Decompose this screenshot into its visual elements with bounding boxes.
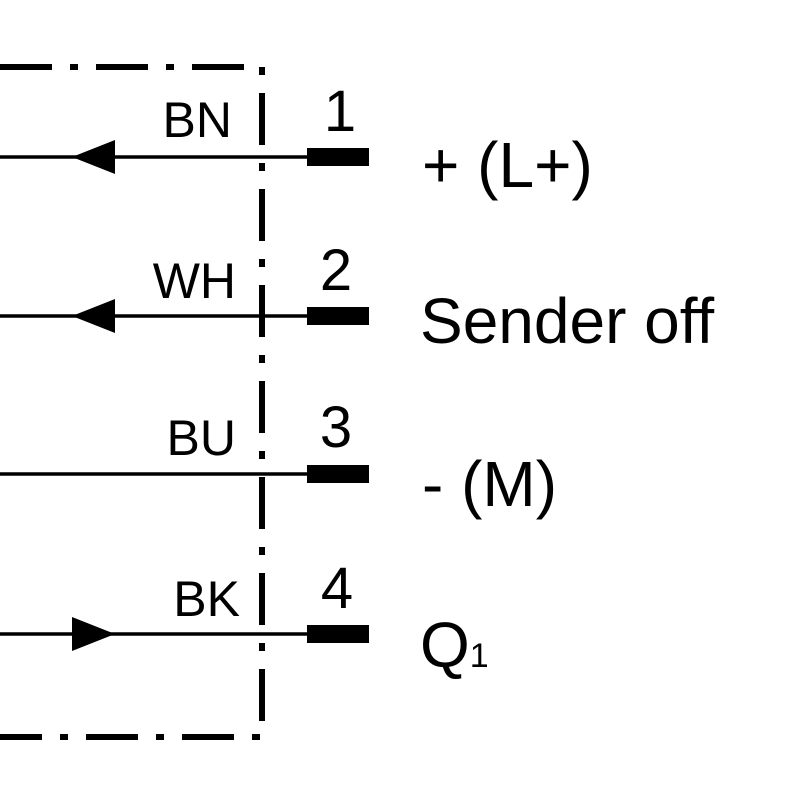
housing-boundary — [0, 64, 265, 740]
pin-2-terminal — [307, 307, 369, 325]
pin-4-number: 4 — [321, 556, 353, 621]
wire-4-signal: Q1 — [420, 609, 489, 681]
wire-3: BU 3 - (M) — [0, 395, 557, 520]
pin-2-number: 2 — [320, 238, 352, 303]
pin-3-number: 3 — [320, 395, 352, 460]
wire-2: WH 2 Sender off — [0, 238, 714, 357]
arrow-left-icon — [72, 299, 115, 333]
pin-4-terminal — [307, 625, 369, 643]
pin-1-terminal — [307, 148, 369, 166]
wire-4: BK 4 Q1 — [0, 556, 489, 681]
wire-2-signal: Sender off — [420, 285, 714, 357]
arrow-right-icon — [72, 617, 115, 651]
wire-4-color-code: BK — [173, 571, 240, 627]
pin-1-number: 1 — [324, 79, 356, 144]
wire-1-signal: + (L+) — [422, 129, 593, 201]
wire-1: BN 1 + (L+) — [0, 79, 593, 201]
pin-3-terminal — [307, 465, 369, 483]
wire-1-color-code: BN — [163, 92, 232, 148]
wire-2-color-code: WH — [153, 253, 236, 309]
wire-4-signal-subscript: 1 — [470, 637, 489, 675]
wire-3-signal: - (M) — [422, 448, 557, 520]
wire-3-color-code: BU — [167, 410, 236, 466]
wire-4-signal-main: Q — [420, 609, 470, 681]
arrow-left-icon — [72, 140, 115, 174]
